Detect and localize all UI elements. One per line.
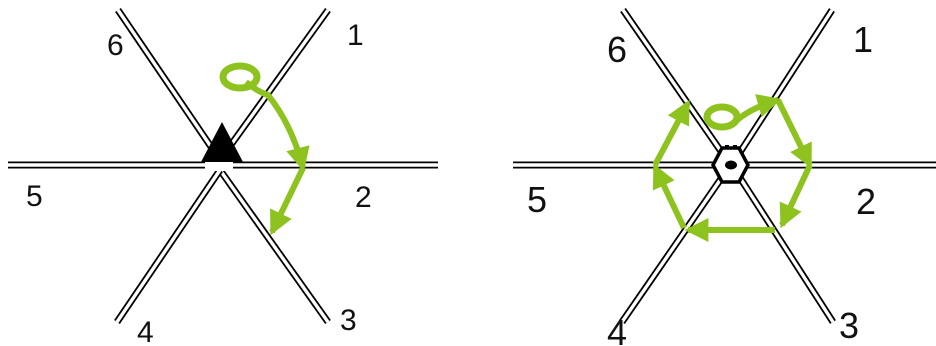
path-segment-4-to-5 [652,163,687,230]
arm-label-3-left: 3 [340,304,357,337]
movement-path-left [219,62,310,236]
arm-3-right [732,168,836,324]
arm-label-4-right: 4 [607,312,627,346]
arm-label-2-right: 2 [856,181,876,222]
maze-arms-left [8,7,438,325]
arm-label-5-right: 5 [527,179,547,220]
rotation-loop-right [703,103,741,131]
path-segment-to-arm3 [269,166,306,236]
animal-marker-triangle [201,122,243,162]
robot-marker-hexagon [711,145,750,184]
path-segment-1-to-2 [775,98,813,169]
maze-arms-right [513,8,936,324]
arm-6-left [115,8,223,162]
left-panel: 1 2 3 4 5 6 [8,7,438,346]
arm-6-right [620,8,730,162]
arm-3-left [217,167,331,325]
arm-4-left [114,168,223,324]
arm-label-6-left: 6 [107,29,124,62]
arm-label-3-right: 3 [839,305,859,346]
arm-label-5-left: 5 [26,180,43,213]
arm-label-6-right: 6 [607,29,627,70]
arm-1-left [217,7,331,163]
path-segment-5-to-6 [652,99,691,167]
arm-label-4-left: 4 [137,316,154,346]
arm-4-right [619,168,730,324]
arm-label-2-left: 2 [355,181,372,214]
right-panel: 1 2 3 4 5 6 [513,8,936,346]
path-segment-6-to-1 [732,94,782,125]
path-segment-to-arm2 [244,79,310,172]
arm-label-1-right: 1 [853,19,873,60]
arm-label-1-left: 1 [347,19,364,52]
arm-1-right [732,8,835,162]
path-segment-2-to-3 [779,163,813,229]
movement-path-right [652,94,813,242]
rotation-loop-left [219,62,261,92]
